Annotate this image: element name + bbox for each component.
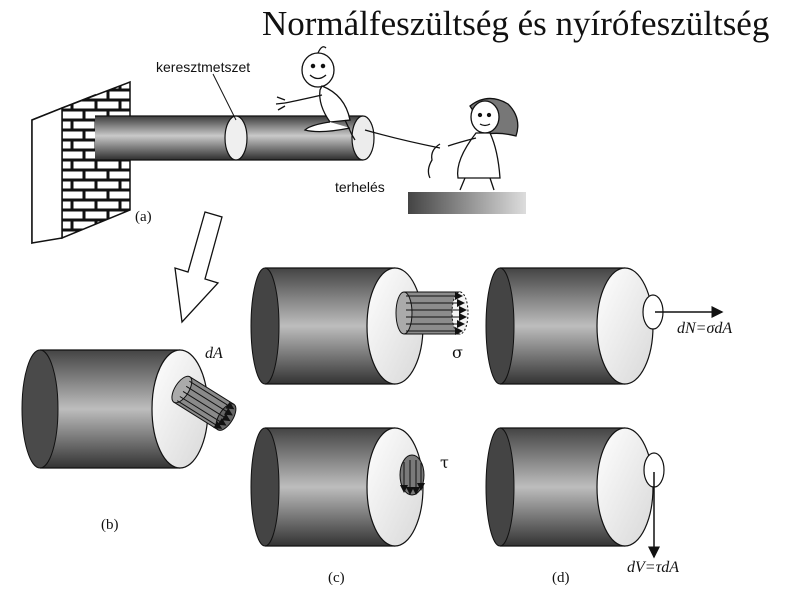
- transition-arrow: [174, 211, 223, 324]
- beam: [95, 115, 375, 161]
- tau-label: τ: [440, 453, 449, 472]
- boy-figure: [275, 46, 356, 141]
- stress-element-b: [171, 375, 237, 431]
- panel-a: keresztmetszet: [31, 46, 526, 245]
- cross-section-ellipse: [224, 115, 248, 161]
- panel-c-normal: σ: [250, 267, 469, 385]
- brick-wall: [31, 80, 131, 245]
- girl-figure: [427, 97, 519, 191]
- dN-label: dN=σdA: [677, 320, 732, 337]
- panel-d-shear: dV=τdA (d): [485, 427, 679, 586]
- load-label: terhelés: [335, 179, 385, 195]
- panel-a-label: (a): [135, 209, 152, 225]
- sigma-label: σ: [452, 343, 463, 362]
- beam-end-face: [351, 115, 375, 161]
- panel-d-label: (d): [552, 570, 570, 586]
- panel-c-shear: τ (c): [250, 427, 449, 586]
- cross-section-leader: [212, 73, 237, 121]
- load-slab: [408, 192, 526, 214]
- dV-label: dV=τdA: [627, 559, 679, 576]
- rope: [364, 129, 441, 149]
- cross-section-label: keresztmetszet: [156, 59, 250, 75]
- panel-c-label: (c): [328, 570, 345, 586]
- page-title: Normálfeszültség és nyírófeszültség: [262, 4, 769, 43]
- panel-b: dA (b): [21, 345, 237, 533]
- panel-b-label: (b): [101, 517, 119, 533]
- panel-d-normal: dN=σdA: [485, 267, 732, 385]
- dA-label: dA: [205, 345, 223, 362]
